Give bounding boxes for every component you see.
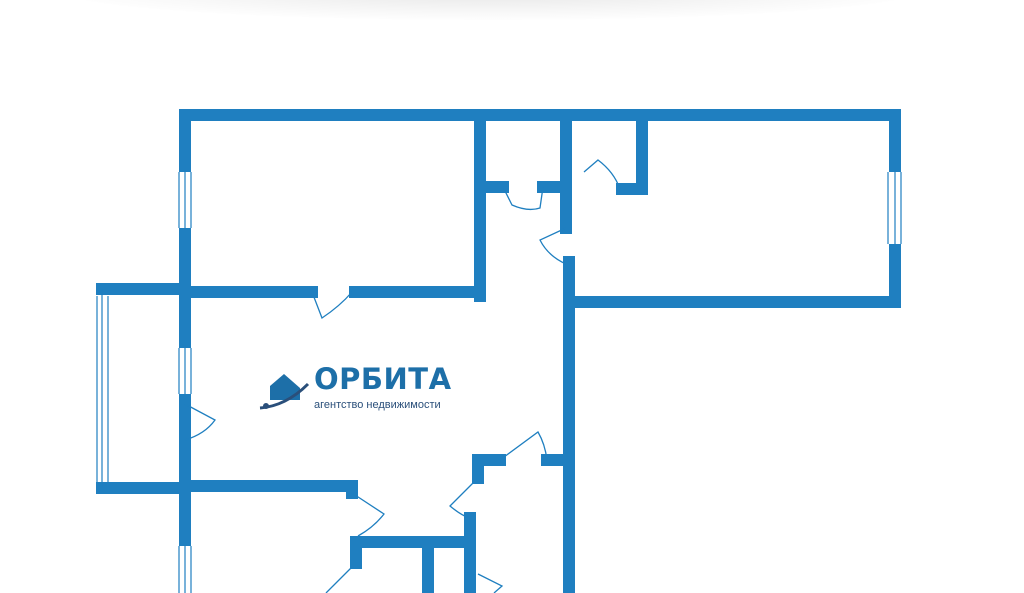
windows — [96, 172, 902, 593]
door-corridor-left — [449, 477, 479, 519]
door-bath — [539, 227, 567, 265]
door-bottom-right — [477, 573, 504, 593]
walls — [96, 109, 901, 593]
door-corridor-right — [499, 431, 548, 461]
top-shadow — [60, 0, 920, 20]
door-wc — [502, 186, 544, 211]
door-balcony — [184, 403, 216, 441]
agency-logo: ОРБИТА агентство недвижимости — [256, 362, 486, 418]
door-bottom-left — [325, 562, 357, 593]
door-bedroom — [311, 291, 353, 319]
wall-living-bottom — [179, 480, 358, 499]
planet-house-icon — [259, 374, 310, 410]
doors — [184, 159, 621, 593]
door-living-lower — [351, 492, 385, 537]
logo-name: ОРБИТА — [314, 362, 452, 396]
logo-tagline: агентство недвижимости — [314, 399, 441, 411]
door-closet — [583, 159, 621, 190]
